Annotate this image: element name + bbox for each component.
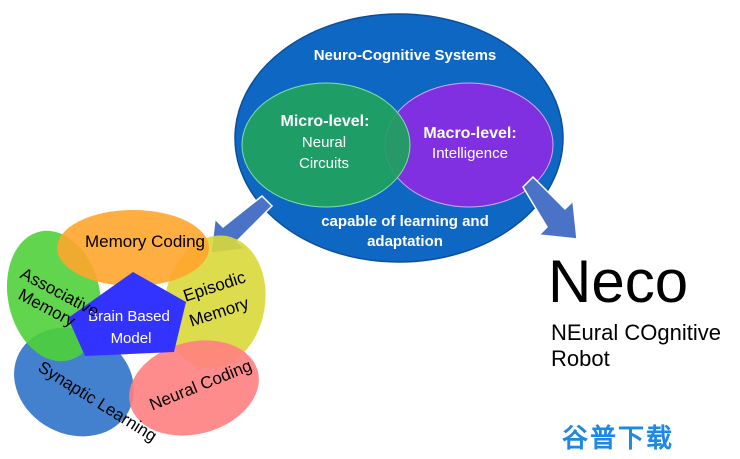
- neuro-cognitive-group: Neuro-Cognitive Systems Micro-level: Neu…: [234, 13, 564, 263]
- neco-subtitle-line2: Robot: [551, 346, 610, 371]
- micro-level-heading: Micro-level:: [281, 113, 370, 130]
- macro-level-line1: Intelligence: [432, 145, 508, 162]
- brain-model-cluster: Memory Coding Brain Based Model Associat…: [6, 210, 266, 446]
- neco-title: Neco: [548, 248, 689, 315]
- brain-based-model-pentagon: [68, 272, 186, 356]
- micro-level-line2: Circuits: [299, 155, 349, 172]
- neco-subtitle: NEural COgnitive Robot: [551, 320, 721, 372]
- brain-based-model-line1: Brain Based: [88, 308, 170, 325]
- neuro-cognitive-title: Neuro-Cognitive Systems: [314, 47, 497, 64]
- micro-level-ellipse: [241, 82, 411, 208]
- memory-coding-label: Memory Coding: [85, 232, 205, 251]
- brain-based-model-line2: Model: [111, 330, 152, 347]
- macro-level-heading: Macro-level:: [423, 125, 516, 142]
- memory-coding-ellipse: [57, 210, 209, 286]
- neuro-caption-line2: adaptation: [367, 233, 443, 250]
- watermark-logo: 谷普下载: [562, 424, 675, 454]
- neco-subtitle-line1: NEural COgnitive: [551, 320, 721, 345]
- micro-level-line1: Neural: [302, 134, 346, 151]
- neuro-caption-line1: capable of learning and: [321, 213, 489, 230]
- arrow-to-neco: [522, 175, 578, 240]
- neural-coding-ellipse: [129, 340, 259, 436]
